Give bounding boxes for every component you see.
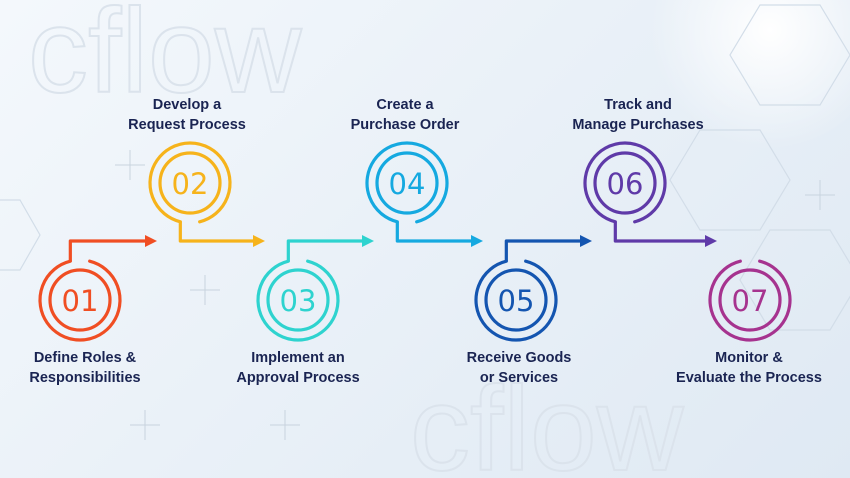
step-04-number: 04 bbox=[389, 167, 426, 201]
step-05-number: 05 bbox=[498, 284, 535, 318]
step-04-outer-ring bbox=[365, 141, 449, 224]
step-06-label: Track and Manage Purchases bbox=[543, 95, 733, 135]
step-06: 06 bbox=[583, 141, 717, 247]
step-03: 03 bbox=[256, 235, 374, 342]
step-01-label: Define Roles & Responsibilities bbox=[0, 348, 180, 388]
step-02-connector bbox=[178, 221, 253, 243]
step-06-arrow-icon bbox=[705, 235, 717, 247]
step-03-connector bbox=[286, 239, 362, 262]
step-07-outer-ring bbox=[708, 259, 792, 342]
step-07-number: 07 bbox=[732, 284, 769, 318]
step-06-inner-ring bbox=[593, 151, 657, 215]
step-04-label-line2: Purchase Order bbox=[350, 117, 460, 133]
step-07-label: Monitor & Evaluate the Process bbox=[654, 348, 844, 388]
sparkle-2 bbox=[190, 275, 220, 305]
step-01-inner-ring bbox=[48, 268, 112, 332]
step-03-label: Implement an Approval Process bbox=[203, 348, 393, 388]
step-01-arrow-icon bbox=[145, 235, 157, 247]
step-05-label-line1: Receive Goods bbox=[466, 350, 572, 366]
step-06-number: 06 bbox=[607, 167, 644, 201]
sparkle-5 bbox=[805, 180, 835, 210]
step-01: 01 bbox=[38, 235, 157, 342]
step-05-label-line2: or Services bbox=[479, 370, 559, 386]
step-06-outer-ring bbox=[583, 141, 667, 224]
step-01-connector bbox=[68, 239, 145, 262]
step-05-label: Receive Goods or Services bbox=[424, 348, 614, 388]
light-glow bbox=[650, 0, 850, 150]
step-01-outer-ring bbox=[38, 259, 122, 342]
hex-left bbox=[0, 199, 41, 271]
step-03-inner-ring bbox=[266, 268, 330, 332]
step-05: 05 bbox=[474, 235, 592, 342]
step-07-label-line2: Evaluate the Process bbox=[676, 370, 822, 386]
step-05-connector bbox=[504, 239, 580, 262]
step-06-label-line1: Track and bbox=[604, 97, 672, 113]
step-04: 04 bbox=[365, 141, 483, 247]
step-03-outer-ring bbox=[256, 259, 340, 342]
step-04-label-line1: Create a bbox=[376, 97, 434, 113]
step-04-inner-ring bbox=[375, 151, 439, 215]
step-02-number: 02 bbox=[172, 167, 209, 201]
step-02-arrow-icon bbox=[253, 235, 265, 247]
step-02-outer-ring bbox=[148, 141, 232, 224]
step-07: 07 bbox=[708, 259, 792, 342]
step-05-arrow-icon bbox=[580, 235, 592, 247]
step-07-label-line1: Monitor & bbox=[715, 350, 783, 366]
step-06-label-line2: Manage Purchases bbox=[572, 117, 704, 133]
sparkle-3 bbox=[130, 410, 160, 440]
sparkle-4 bbox=[270, 410, 300, 440]
step-02: 02 bbox=[148, 141, 265, 247]
step-05-outer-ring bbox=[474, 259, 558, 342]
hex-right-2 bbox=[739, 229, 850, 331]
step-02-label: Develop a Request Process bbox=[92, 95, 282, 135]
step-01-label-line2: Responsibilities bbox=[29, 370, 141, 386]
step-03-number: 03 bbox=[280, 284, 317, 318]
step-02-inner-ring bbox=[158, 151, 222, 215]
step-01-label-line1: Define Roles & bbox=[33, 350, 137, 366]
watermark-top: cflow bbox=[28, 0, 302, 118]
step-03-arrow-icon bbox=[362, 235, 374, 247]
step-05-inner-ring bbox=[484, 268, 548, 332]
step-02-label-line2: Request Process bbox=[128, 117, 246, 133]
step-04-label: Create a Purchase Order bbox=[310, 95, 500, 135]
step-04-connector bbox=[395, 221, 471, 243]
step-04-arrow-icon bbox=[471, 235, 483, 247]
sparkle-1 bbox=[115, 150, 145, 180]
step-03-label-line1: Implement an bbox=[251, 350, 345, 366]
hex-right-1 bbox=[669, 129, 791, 231]
step-03-label-line2: Approval Process bbox=[236, 370, 360, 386]
watermark-bottom: cflow bbox=[410, 362, 684, 478]
step-02-label-line1: Develop a bbox=[152, 97, 222, 113]
step-07-inner-ring bbox=[718, 268, 782, 332]
hex-right-3 bbox=[729, 4, 850, 106]
step-06-connector bbox=[613, 221, 705, 243]
step-01-number: 01 bbox=[62, 284, 99, 318]
